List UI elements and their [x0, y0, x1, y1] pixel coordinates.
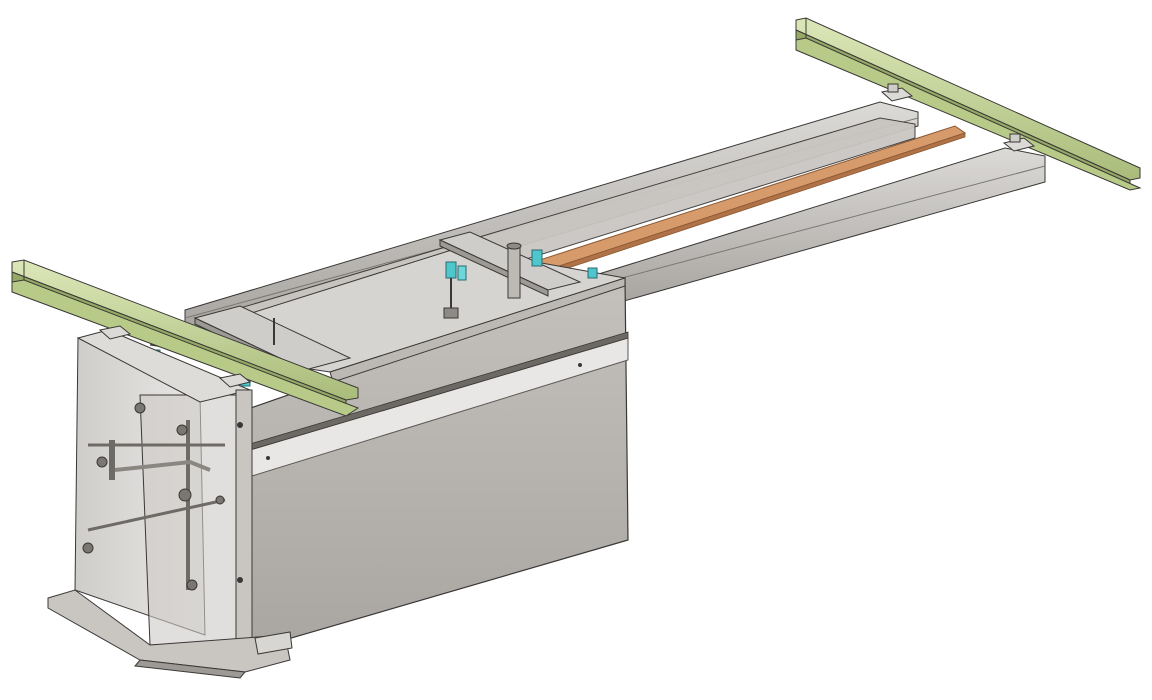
beam-mount-2	[1002, 133, 1036, 152]
transparent-housing	[74, 329, 253, 646]
base-plate	[47, 589, 293, 679]
beam-mount-1	[880, 83, 914, 102]
green-i-beam-right	[795, 17, 1142, 191]
beam-mount-4	[218, 373, 252, 388]
cross-bracket-right	[438, 231, 582, 299]
beam-mount-3	[98, 325, 132, 340]
green-i-beam-left	[11, 259, 360, 417]
